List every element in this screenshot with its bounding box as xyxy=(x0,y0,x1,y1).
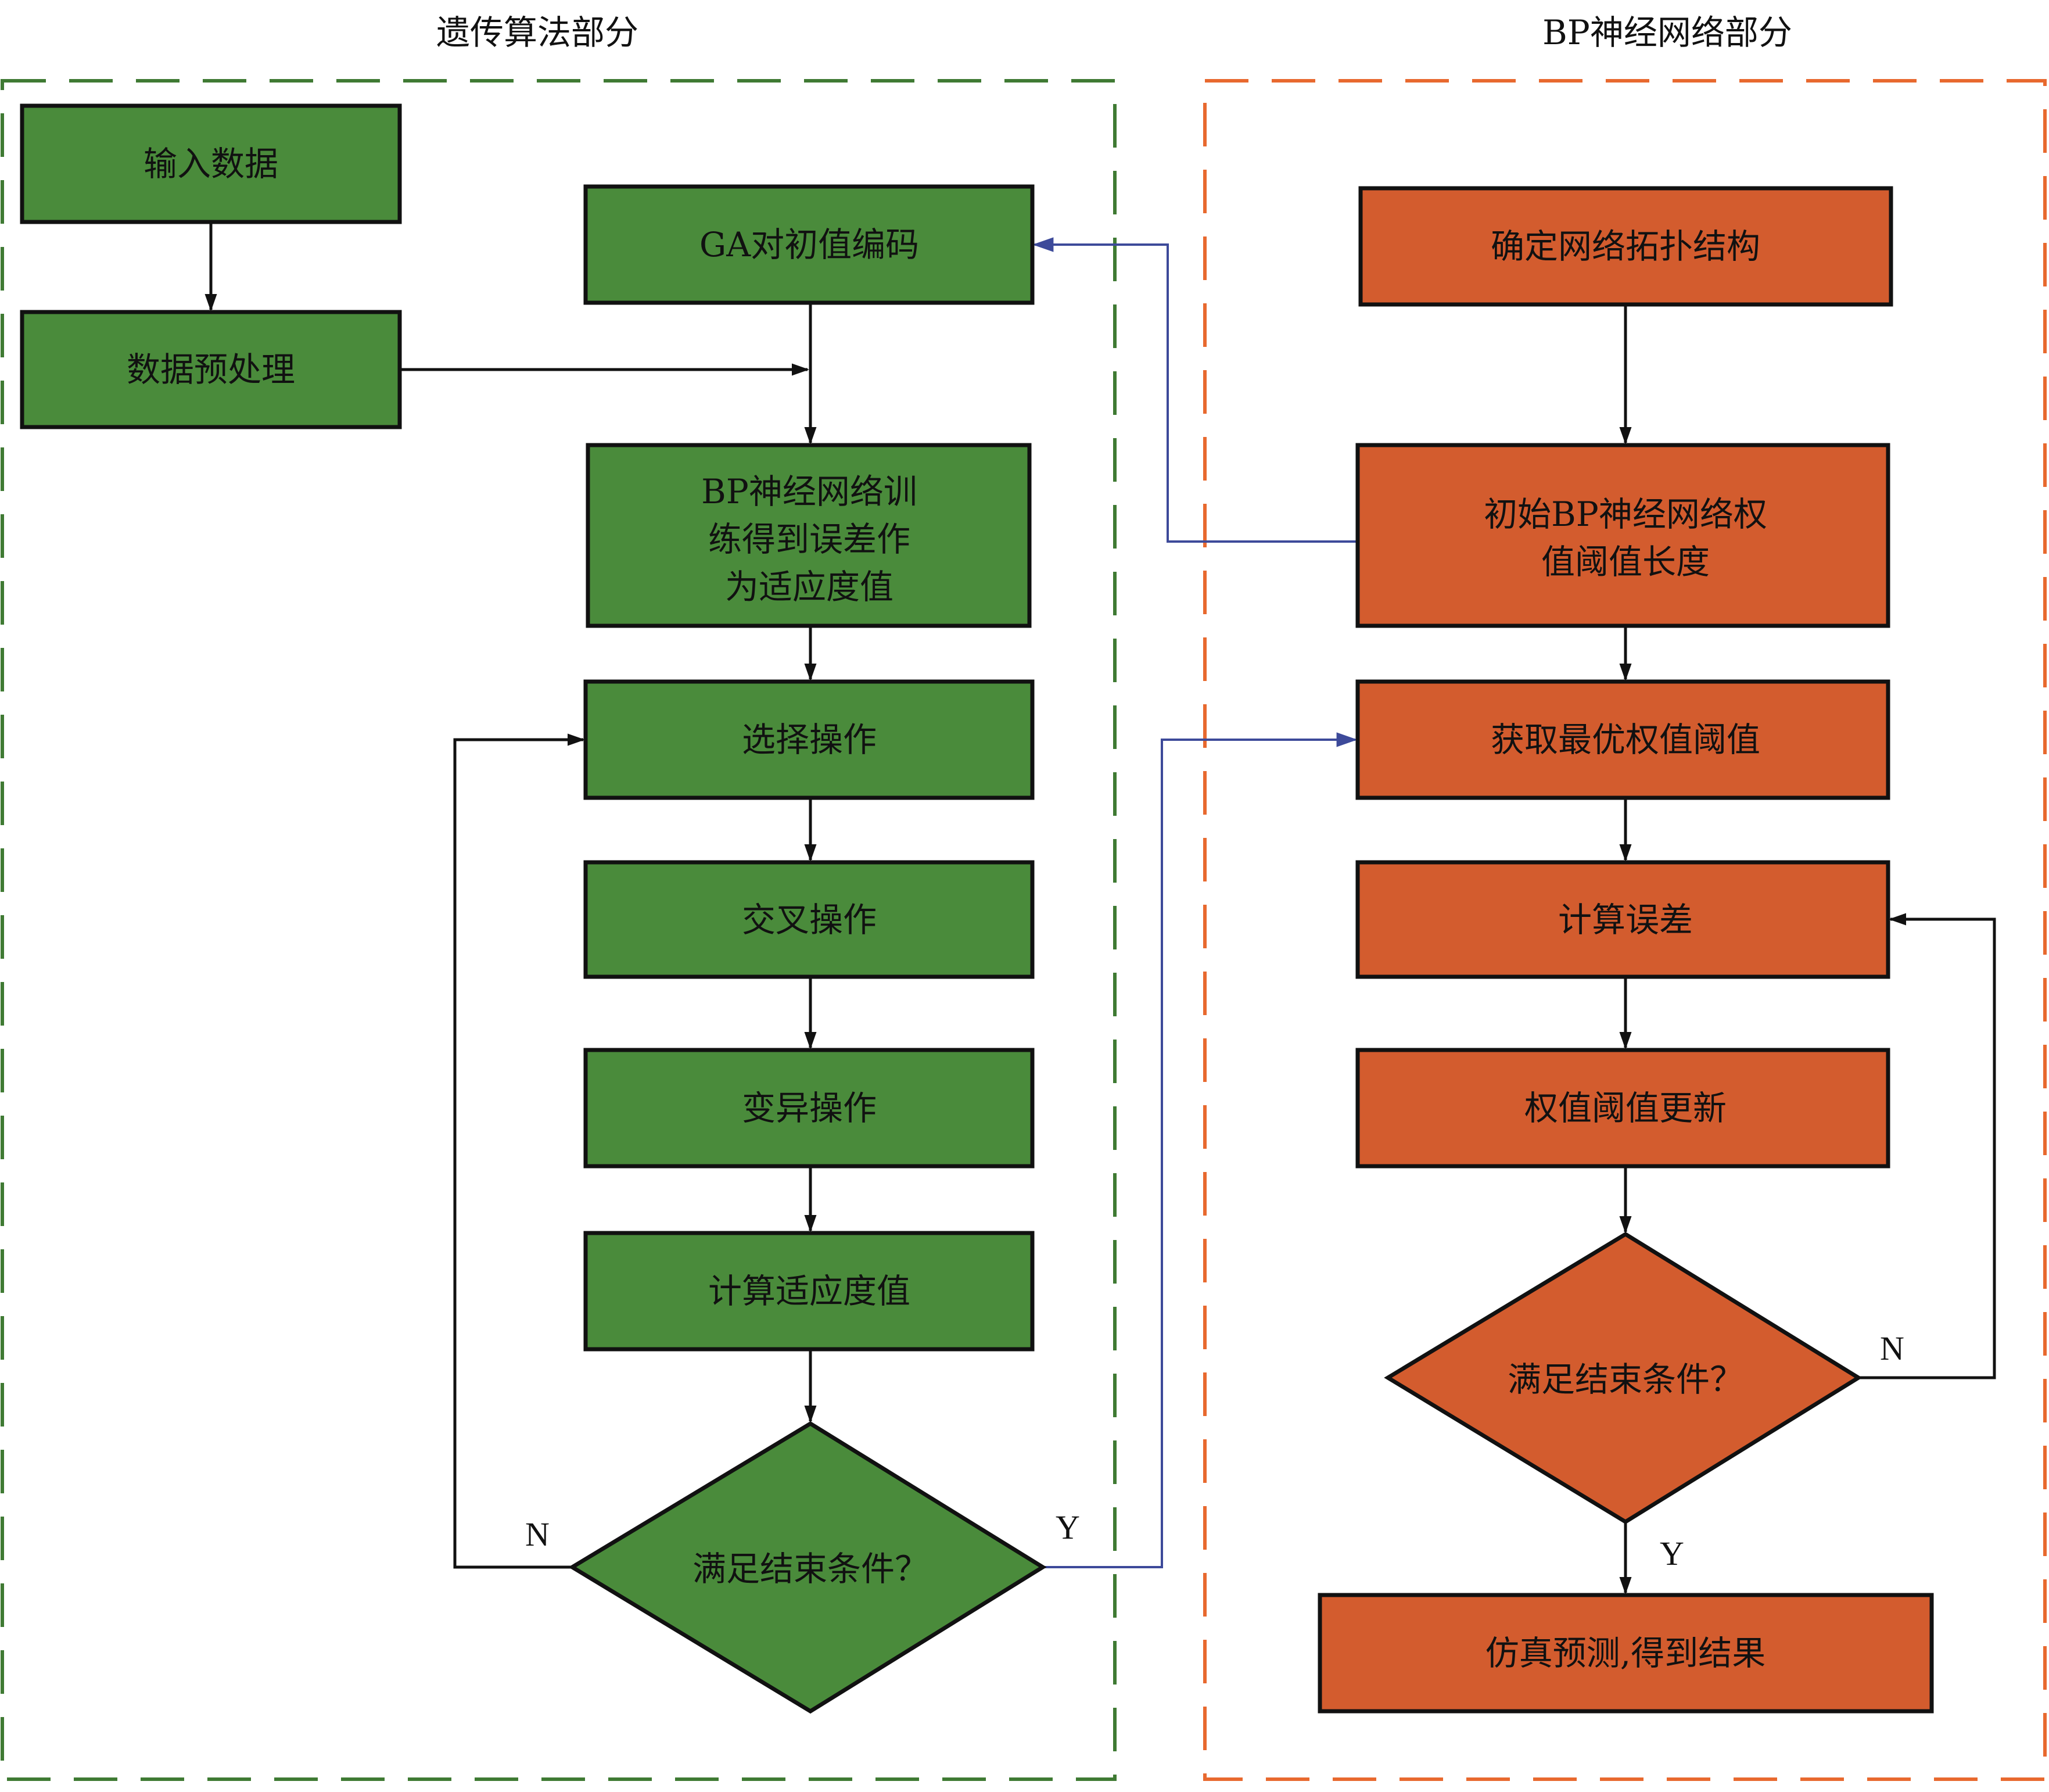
node-preprocess: 数据预处理 xyxy=(20,310,402,429)
node-init-length: 初始BP神经网络权 值阈值长度 xyxy=(1355,443,1890,628)
node-simulate-label: 仿真预测,得到结果 xyxy=(1485,1633,1765,1673)
node-init-length-line-1: 初始BP神经网络权 xyxy=(1484,494,1767,534)
arrow-bp-no-loop xyxy=(1858,913,1996,1379)
node-fitness: 计算适应度值 xyxy=(583,1231,1035,1352)
node-crossover: 交叉操作 xyxy=(583,860,1035,979)
bp-section-title: BP神经网络部分 xyxy=(1542,13,1792,52)
node-bp-decision: 满足结束条件？ xyxy=(1384,1231,1863,1525)
node-compute-error: 计算误差 xyxy=(1355,860,1890,979)
ga-no-label: N xyxy=(525,1515,550,1553)
node-simulate: 仿真预测,得到结果 xyxy=(1318,1593,1934,1714)
node-ga-decision: 满足结束条件？ xyxy=(568,1421,1047,1714)
node-selection: 选择操作 xyxy=(583,679,1035,800)
node-bp-train-line-2: 练得到误差作 xyxy=(708,519,910,559)
arrow-ga-yes-to-optimal xyxy=(1043,732,1358,1568)
node-update-weights: 权值阈值更新 xyxy=(1355,1048,1890,1169)
node-mutation-label: 变异操作 xyxy=(742,1088,877,1128)
node-init-length-line-2: 值阈值长度 xyxy=(1541,542,1710,582)
arrow-init-length-to-encode xyxy=(1032,237,1358,543)
node-compute-error-label: 计算误差 xyxy=(1558,900,1693,940)
bp-yes-label: Y xyxy=(1660,1535,1684,1572)
node-input-data-label: 输入数据 xyxy=(143,144,278,184)
node-ga-encode: GA对初值编码 xyxy=(583,184,1035,305)
ga-section-border xyxy=(1,79,1117,1781)
node-bp-train-line-1: BP神经网络训 xyxy=(701,472,917,511)
node-ga-decision-label: 满足结束条件？ xyxy=(692,1549,928,1589)
node-mutation: 变异操作 xyxy=(583,1048,1035,1169)
bp-no-label: N xyxy=(1880,1329,1904,1367)
node-bp-train-line-3: 为适应度值 xyxy=(725,567,893,607)
ga-yes-label: Y xyxy=(1056,1508,1080,1546)
bp-section-border xyxy=(1203,79,2047,1781)
node-bp-decision-label: 满足结束条件？ xyxy=(1508,1360,1743,1399)
node-bp-train: BP神经网络训 练得到误差作 为适应度值 xyxy=(586,443,1032,628)
node-crossover-label: 交叉操作 xyxy=(742,900,877,940)
node-topology-label: 确定网络拓扑结构 xyxy=(1491,227,1760,266)
node-get-optimal: 获取最优权值阈值 xyxy=(1355,679,1890,800)
ga-section-title: 遗传算法部分 xyxy=(436,13,638,52)
node-selection-label: 选择操作 xyxy=(742,720,877,759)
node-topology: 确定网络拓扑结构 xyxy=(1358,186,1893,307)
node-ga-encode-label: GA对初值编码 xyxy=(699,225,919,264)
node-fitness-label: 计算适应度值 xyxy=(708,1271,910,1311)
arrow-ga-no-loop xyxy=(453,733,585,1569)
node-preprocess-label: 数据预处理 xyxy=(127,350,295,389)
node-update-weights-label: 权值阈值更新 xyxy=(1524,1088,1727,1128)
node-get-optimal-label: 获取最优权值阈值 xyxy=(1491,720,1760,759)
node-input-data: 输入数据 xyxy=(20,103,402,224)
